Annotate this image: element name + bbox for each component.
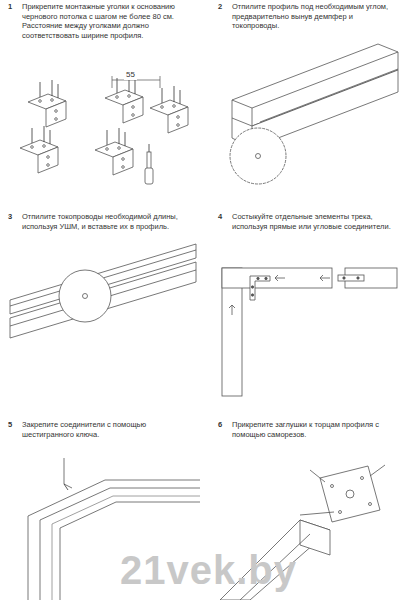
step-number: 3	[8, 212, 12, 222]
watermark: 21vek.by	[120, 545, 297, 596]
instruction-text: Отпилите токопроводы необходимой длины, …	[22, 212, 198, 231]
step-number: 5	[8, 420, 12, 430]
track-connectors	[222, 268, 397, 396]
step-number: 1	[8, 2, 12, 12]
dimension-label: 55	[124, 70, 137, 80]
conductor-cutting	[10, 244, 196, 338]
instruction-text: Закрепите соединители с помощью шестигра…	[22, 420, 198, 439]
instruction-text: Прикрепите заглушки к торцам профиля с п…	[232, 420, 400, 439]
step-number: 4	[218, 212, 222, 222]
step-number: 2	[218, 2, 222, 12]
step-number: 6	[218, 420, 222, 430]
instruction-text: Состыкуйте отдельные элементы трека, исп…	[232, 212, 400, 231]
instruction-text: Отпилите профиль под необходимым углом, …	[232, 2, 400, 31]
profile-saw	[230, 44, 398, 184]
mounting-brackets	[20, 76, 188, 184]
instruction-text: Прикрепите монтажные уголки к основанию …	[22, 2, 198, 40]
